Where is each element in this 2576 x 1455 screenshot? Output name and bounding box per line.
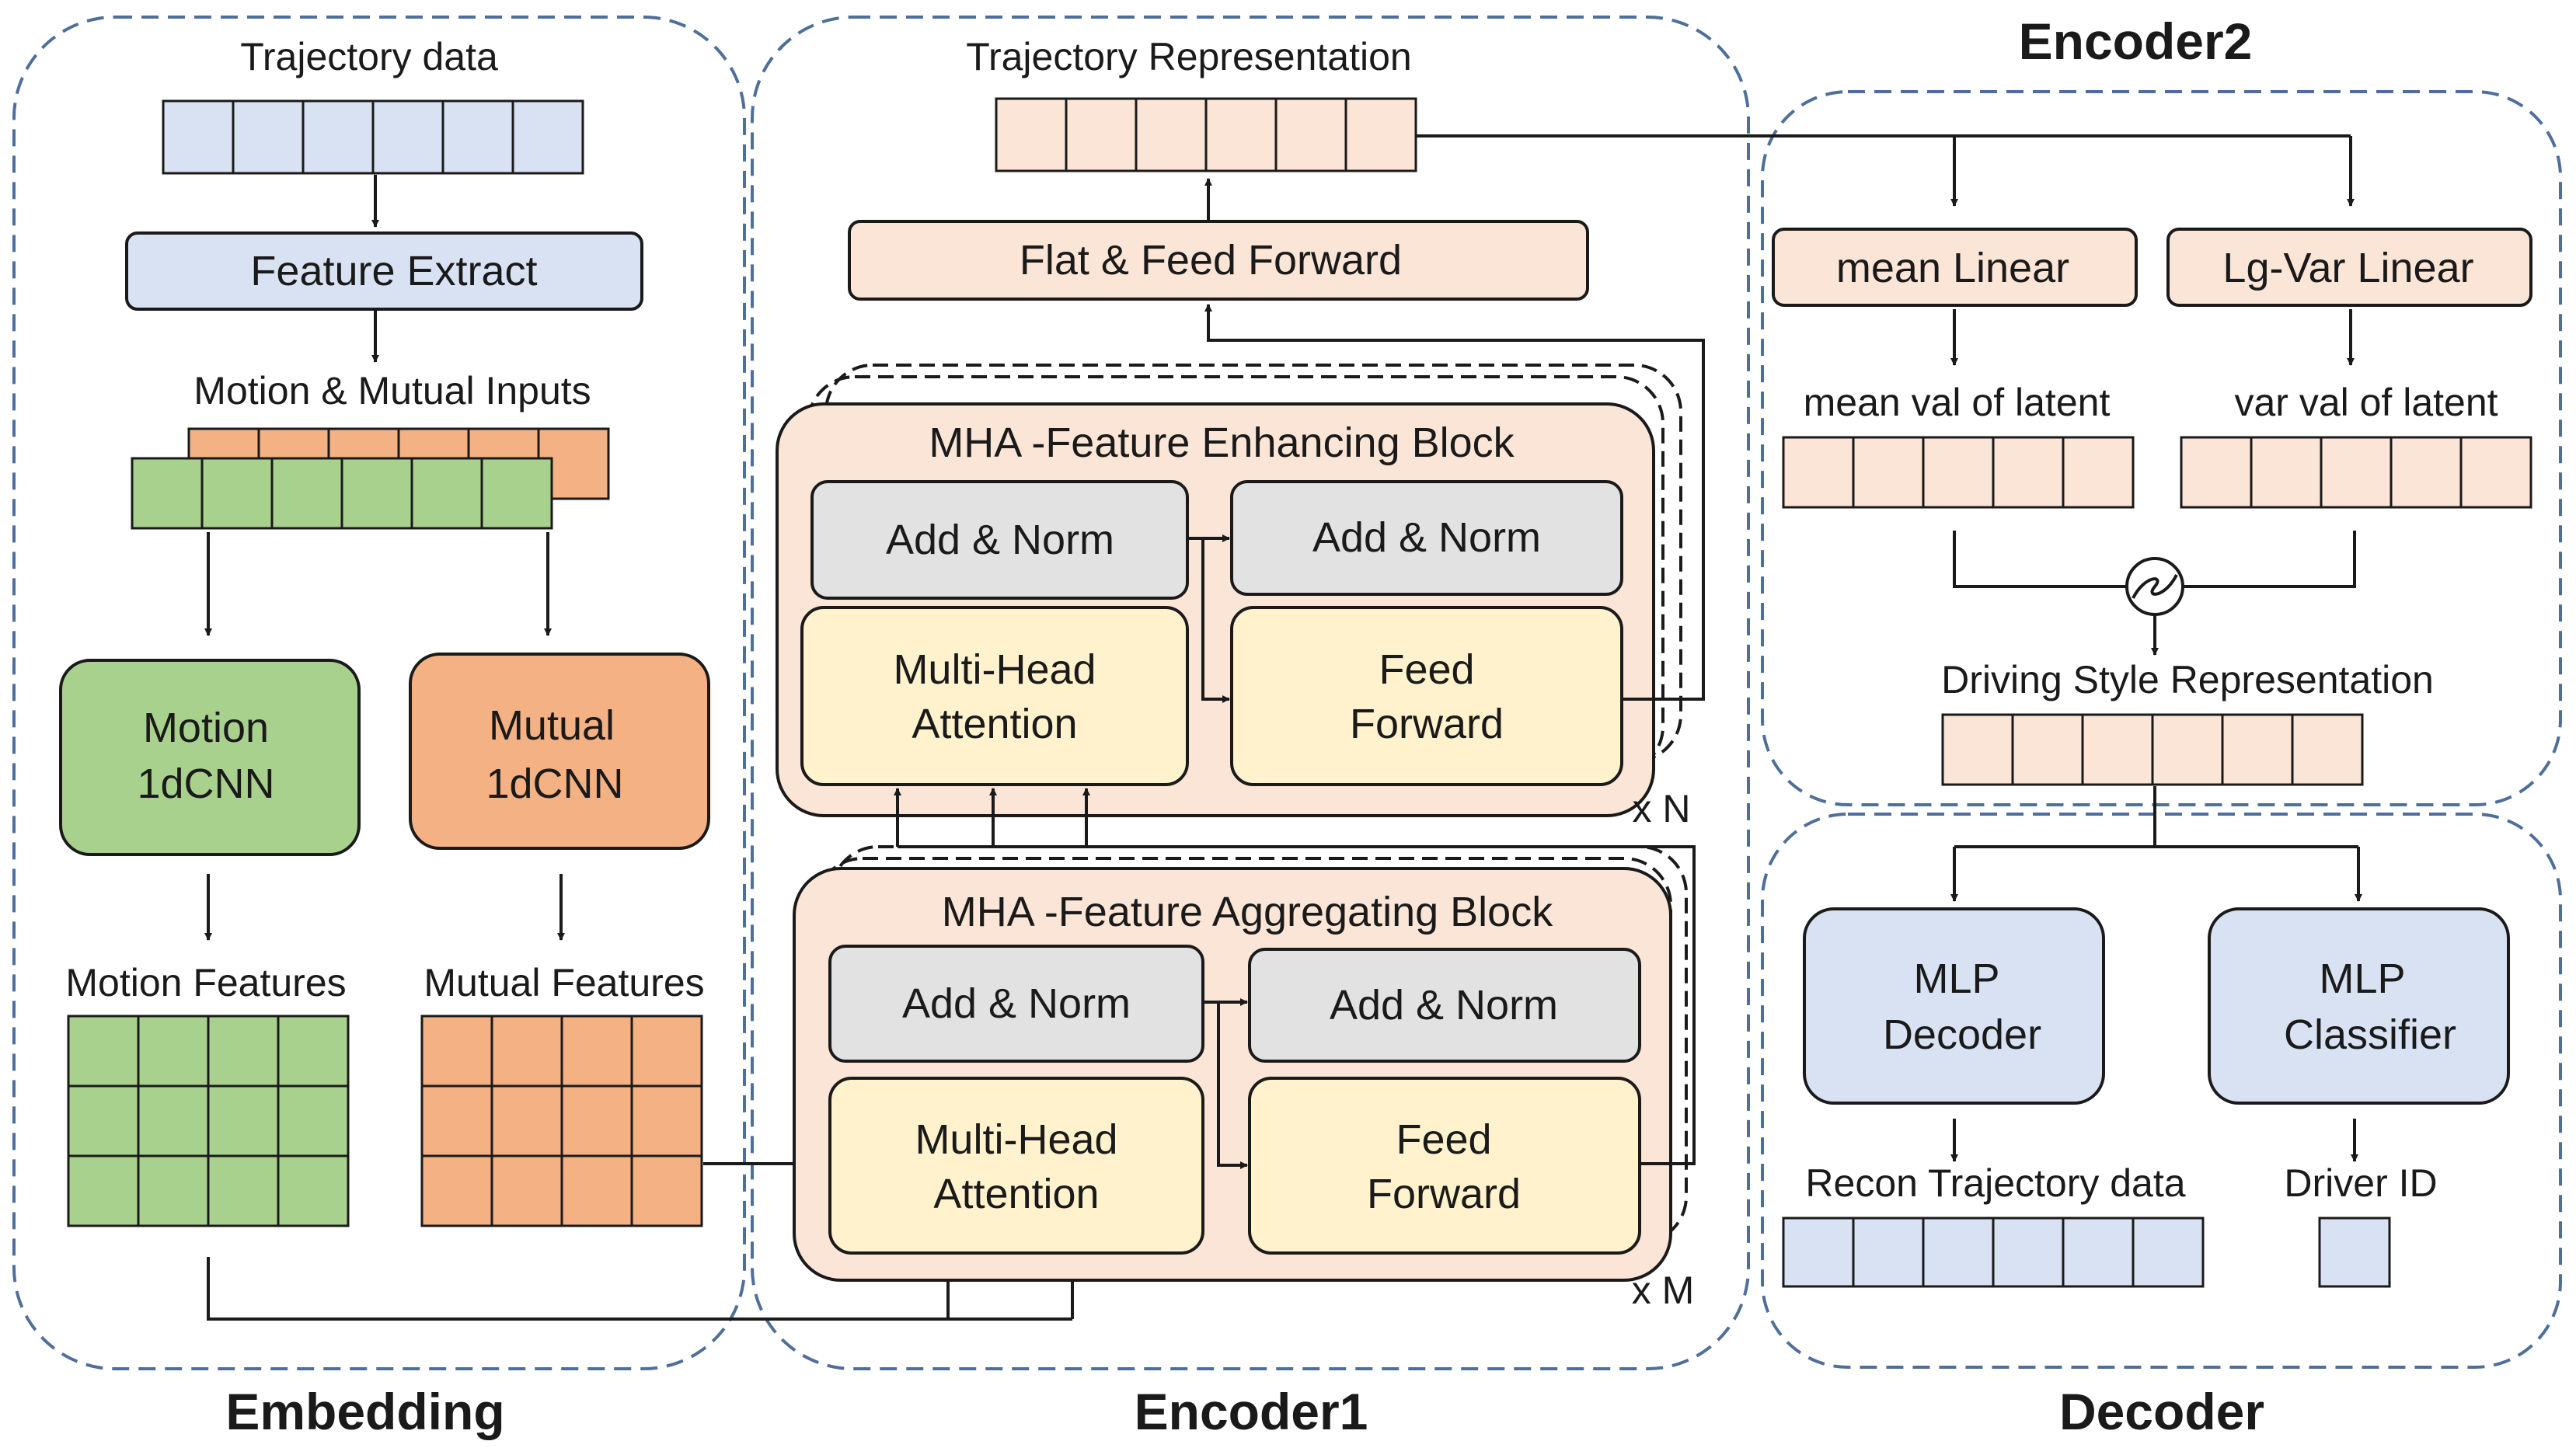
mean-val-array — [1782, 436, 2135, 509]
aggregating-repeat-label: x M — [1632, 1269, 1695, 1312]
enhancing-ff-line1: Feed — [1379, 646, 1474, 693]
embedding-section-border — [12, 16, 746, 1370]
mean-linear-label: mean Linear — [1836, 245, 2069, 291]
mutual-1dcnn-line1: Mutual — [489, 702, 615, 749]
arrow-enh-ff-to-flat — [1204, 304, 1705, 701]
driving-style-label: Driving Style Representation — [1941, 658, 2434, 701]
aggregating-mha-line1: Multi-Head — [915, 1116, 1117, 1163]
motion-features-label: Motion Features — [65, 961, 346, 1004]
mutual-features-grid — [420, 1015, 703, 1227]
feature-extract-label: Feature Extract — [250, 248, 537, 294]
edge-agg-ff-output-loop — [898, 845, 1696, 1165]
mutual-1dcnn-line2: 1dCNN — [486, 761, 623, 807]
driver-id-label: Driver ID — [2284, 1161, 2437, 1205]
trajectory-representation-array — [995, 97, 1417, 172]
var-val-array — [2180, 436, 2532, 509]
arrow-agg-addnorm1-to-ff — [1217, 1002, 1248, 1169]
lgvar-linear-label: Lg-Var Linear — [2222, 245, 2473, 291]
recon-trajectory-array — [1782, 1217, 2205, 1288]
aggregating-ff-line1: Feed — [1396, 1116, 1491, 1163]
encoder1-section-border — [751, 16, 1750, 1370]
flat-feed-forward-label: Flat & Feed Forward — [1020, 237, 1402, 284]
motion-features-grid — [67, 1015, 350, 1227]
mlp-classifier-line2: Classifier — [2284, 1011, 2456, 1058]
aggregating-add-norm-2 — [1248, 948, 1641, 1063]
trajectory-data-array — [162, 99, 584, 175]
mutual-1dcnn-box — [409, 653, 710, 850]
edge-var-val-to-sample — [2184, 531, 2356, 588]
driving-style-array — [1941, 713, 2364, 786]
motion-1dcnn-line1: Motion — [143, 705, 269, 751]
lgvar-linear-box — [2166, 228, 2532, 307]
mean-linear-box — [1772, 228, 2138, 307]
arrow-enh-addnorm1-to-ff — [1201, 538, 1230, 703]
enhancing-mha-line1: Multi-Head — [893, 646, 1096, 693]
aggregating-block-title: MHA -Feature Aggregating Block — [942, 889, 1553, 935]
driver-id-cell — [2318, 1217, 2391, 1288]
mlp-decoder-box — [1803, 907, 2105, 1105]
mean-val-label: mean val of latent — [1804, 381, 2111, 424]
motion-1dcnn-line2: 1dCNN — [137, 761, 274, 807]
aggregating-feed-forward-box — [1248, 1077, 1641, 1255]
edge-mean-val-to-sample — [1953, 531, 2127, 588]
mlp-classifier-line1: MLP — [2319, 955, 2405, 1002]
trajectory-representation-label: Trajectory Representation — [966, 35, 1411, 78]
aggregating-ff-line2: Forward — [1367, 1171, 1521, 1217]
enhancing-feed-forward-box — [1230, 606, 1623, 786]
enhancing-mha-line2: Attention — [912, 701, 1077, 747]
embedding-section-title: Embedding — [225, 1383, 504, 1440]
motion-inputs-array — [131, 457, 553, 530]
aggregating-multi-head-attention-box — [828, 1077, 1204, 1255]
encoder2-section-border — [1761, 90, 2562, 806]
enhancing-add-norm-2-label: Add & Norm — [1312, 514, 1541, 561]
sampling-wave — [2132, 574, 2178, 599]
enhancing-block-title: MHA -Feature Enhancing Block — [929, 419, 1515, 466]
decoder-section-title: Decoder — [2059, 1383, 2264, 1440]
enhancing-add-norm-2 — [1230, 480, 1623, 596]
aggregating-add-norm-1-label: Add & Norm — [902, 980, 1131, 1027]
aggregating-mha-line2: Attention — [933, 1171, 1099, 1217]
encoder2-section-title: Encoder2 — [2019, 12, 2253, 70]
enhancing-add-norm-1-label: Add & Norm — [886, 517, 1114, 563]
edge-motion-features-bottom-bus — [207, 1257, 1072, 1321]
mlp-decoder-line2: Decoder — [1883, 1011, 2041, 1058]
trajectory-data-label: Trajectory data — [240, 35, 498, 78]
mlp-classifier-box — [2208, 907, 2510, 1105]
aggregating-add-norm-2-label: Add & Norm — [1330, 982, 1558, 1029]
var-val-label: var val of latent — [2234, 381, 2498, 424]
feature-extract-box — [125, 231, 643, 311]
mutual-features-label: Mutual Features — [424, 961, 704, 1004]
decoder-section-border — [1761, 813, 2562, 1369]
encoder1-section-title: Encoder1 — [1135, 1383, 1368, 1440]
motion-mutual-inputs-label: Motion & Mutual Inputs — [193, 369, 591, 412]
recon-trajectory-label: Recon Trajectory data — [1805, 1161, 2185, 1205]
motion-1dcnn-box — [59, 659, 361, 856]
enhancing-multi-head-attention-box — [800, 606, 1189, 786]
enhancing-repeat-label: x N — [1633, 787, 1691, 830]
flat-feed-forward-box — [848, 220, 1589, 301]
mlp-decoder-line1: MLP — [1913, 955, 1999, 1002]
enhancing-ff-line2: Forward — [1350, 701, 1504, 747]
